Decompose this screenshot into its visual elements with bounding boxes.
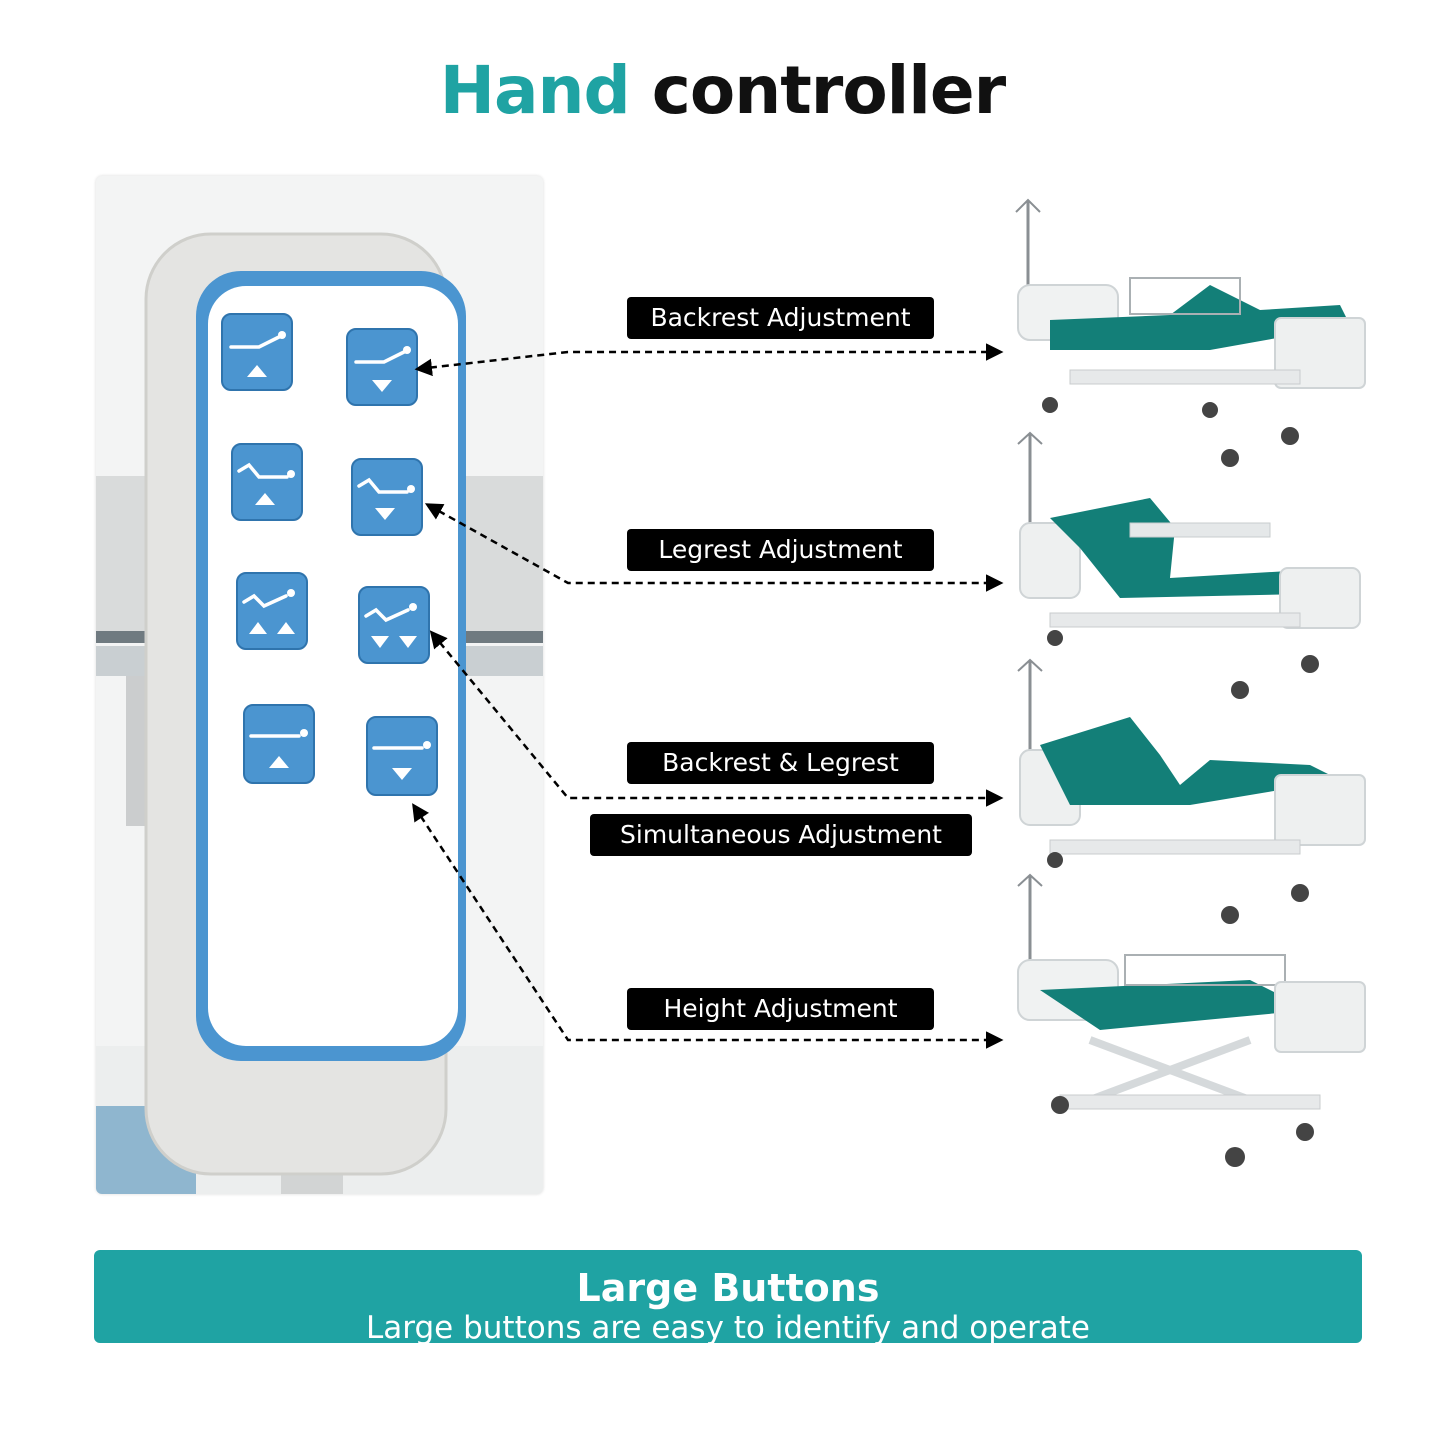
label-backrest: Backrest Adjustment	[627, 297, 934, 339]
height-down-button[interactable]	[366, 716, 438, 800]
title-rest: controller	[651, 52, 1006, 129]
bed-image-backrest	[1015, 198, 1366, 467]
arrow-icon	[412, 803, 1004, 1049]
label-height: Height Adjustment	[627, 988, 934, 1030]
backrest-down-icon	[346, 328, 418, 406]
height-down-icon	[366, 716, 438, 796]
backrest-up-button[interactable]	[221, 313, 293, 395]
combined-up-icon	[236, 572, 308, 650]
combined-down-button[interactable]	[358, 586, 430, 668]
legrest-up-icon	[231, 443, 303, 521]
legrest-down-button[interactable]	[351, 458, 423, 540]
page-title: Hand controller	[0, 52, 1445, 129]
label-legrest: Legrest Adjustment	[627, 529, 934, 571]
arrow-icon	[424, 503, 1004, 592]
title-accent: Hand	[439, 52, 631, 129]
combined-down-icon	[358, 586, 430, 664]
backrest-down-button[interactable]	[346, 328, 418, 410]
legrest-down-icon	[351, 458, 423, 536]
backrest-up-icon	[221, 313, 293, 391]
bed-image-simultaneous	[1017, 658, 1366, 924]
banner-heading: Large Buttons	[576, 1266, 880, 1310]
bed-image-legrest	[1017, 431, 1361, 699]
feature-banner: Large Buttons Large buttons are easy to …	[94, 1250, 1362, 1346]
label-simultaneous: Simultaneous Adjustment	[590, 814, 972, 856]
arrow-icon	[414, 343, 1004, 377]
legrest-up-button[interactable]	[231, 443, 303, 525]
combined-up-button[interactable]	[236, 572, 308, 654]
bed-image-height	[1017, 873, 1366, 1167]
height-up-icon	[243, 704, 315, 784]
banner-subtext: Large buttons are easy to identify and o…	[366, 1310, 1090, 1346]
height-up-button[interactable]	[243, 704, 315, 788]
label-backrest-legrest: Backrest & Legrest	[627, 742, 934, 784]
